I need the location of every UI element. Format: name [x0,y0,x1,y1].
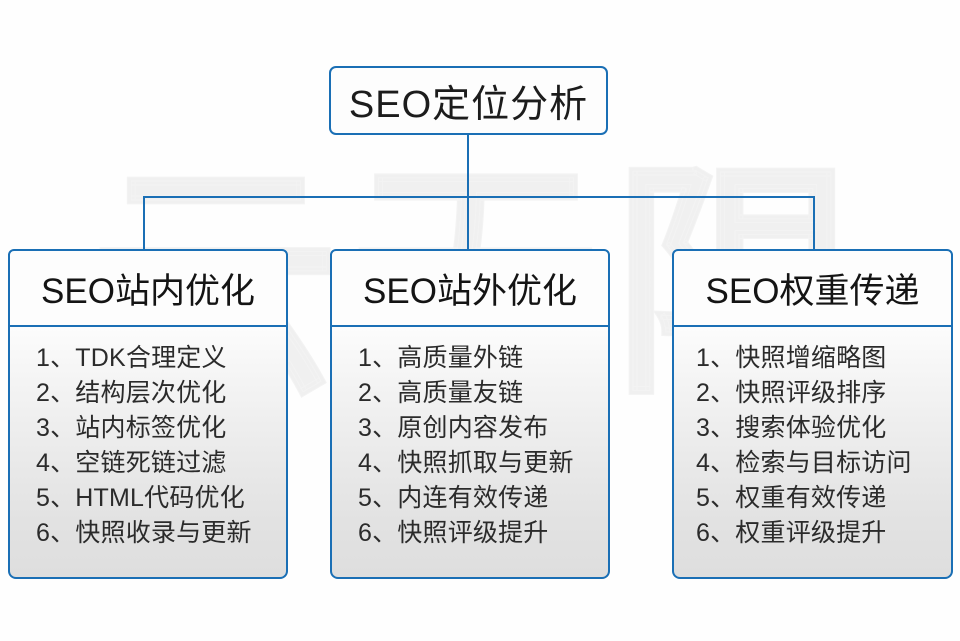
column-seo-weight-transfer: SEO权重传递 1、快照增缩略图 2、快照评级排序 3、搜索体验优化 4、检索与… [672,249,953,579]
list-item: 4、检索与目标访问 [696,449,912,477]
column-list-2: 1、高质量外链 2、高质量友链 3、原创内容发布 4、快照抓取与更新 5、内连有… [332,341,608,551]
list-item: 3、站内标签优化 [36,414,227,442]
column-header-title-2: SEO站外优化 [363,271,577,311]
list-item: 4、空链死链过滤 [36,449,227,477]
list-item: 1、快照增缩略图 [696,344,887,372]
list-item: 3、原创内容发布 [358,414,549,442]
column-body-1: 1、TDK合理定义 2、结构层次优化 3、站内标签优化 4、空链死链过滤 5、H… [8,327,288,579]
list-item: 4、快照抓取与更新 [358,449,574,477]
connector-drop-column-1 [143,196,145,250]
list-item: 5、HTML代码优化 [36,484,245,512]
column-list-3: 1、快照增缩略图 2、快照评级排序 3、搜索体验优化 4、检索与目标访问 5、权… [674,341,951,551]
list-item: 2、结构层次优化 [36,379,227,407]
column-seo-offsite: SEO站外优化 1、高质量外链 2、高质量友链 3、原创内容发布 4、快照抓取与… [330,249,610,579]
column-header-1[interactable]: SEO站内优化 [8,249,288,327]
column-header-2[interactable]: SEO站外优化 [330,249,610,327]
connector-drop-column-2 [467,196,469,250]
list-item: 2、快照评级排序 [696,379,887,407]
column-header-title-3: SEO权重传递 [705,271,920,311]
column-seo-onsite: SEO站内优化 1、TDK合理定义 2、结构层次优化 3、站内标签优化 4、空链… [8,249,288,579]
connector-drop-column-3 [813,196,815,250]
list-item: 3、搜索体验优化 [696,414,887,442]
list-item: 1、高质量外链 [358,344,524,372]
list-item: 2、高质量友链 [358,379,524,407]
root-node[interactable]: SEO定位分析 [329,66,608,135]
connector-root-stem [467,135,469,197]
list-item: 6、快照收录与更新 [36,519,252,547]
list-item: 6、权重评级提升 [696,519,887,547]
column-body-2: 1、高质量外链 2、高质量友链 3、原创内容发布 4、快照抓取与更新 5、内连有… [330,327,610,579]
list-item: 6、快照评级提升 [358,519,549,547]
list-item: 5、内连有效传递 [358,484,549,512]
connector-horizontal-bar [143,196,815,198]
column-list-1: 1、TDK合理定义 2、结构层次优化 3、站内标签优化 4、空链死链过滤 5、H… [10,341,286,551]
list-item: 5、权重有效传递 [696,484,887,512]
column-body-3: 1、快照增缩略图 2、快照评级排序 3、搜索体验优化 4、检索与目标访问 5、权… [672,327,953,579]
column-header-title-1: SEO站内优化 [41,271,255,311]
root-node-title: SEO定位分析 [348,84,589,126]
list-item: 1、TDK合理定义 [36,344,227,372]
column-header-3[interactable]: SEO权重传递 [672,249,953,327]
